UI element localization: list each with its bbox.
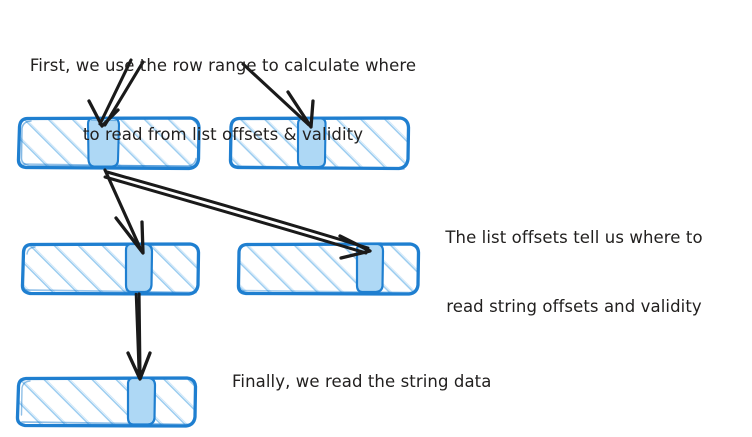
note-intro: First, we use the row range to calculate… bbox=[8, 8, 438, 192]
buffer-string-data bbox=[15, 376, 198, 428]
note-list-offsets-line-2: read string offsets and validity bbox=[446, 297, 702, 316]
note-intro-line-2: to read from list offsets & validity bbox=[82, 125, 364, 144]
note-iops: Six IOPS, in three stages :( bbox=[232, 388, 454, 437]
arrow-list-offsets-to-string-validity bbox=[103, 170, 372, 260]
note-list-offsets-line-1: The list offsets tell us where to bbox=[445, 228, 703, 247]
buffer-string-offsets-read-window bbox=[124, 242, 154, 294]
note-list-offsets: The list offsets tell us where to read s… bbox=[400, 180, 748, 364]
note-intro-line-1: First, we use the row range to calculate… bbox=[29, 56, 417, 75]
buffer-string-offsets bbox=[20, 242, 201, 296]
arrow-list-offsets-to-string-offsets bbox=[103, 168, 145, 255]
arrow-to-list-validity bbox=[241, 62, 315, 129]
arrow-to-list-offsets bbox=[87, 58, 145, 128]
note-finally-line-1: Finally, we read the string data bbox=[232, 372, 492, 391]
buffer-list-validity-read-window bbox=[296, 117, 327, 169]
buffer-string-validity-read-window bbox=[355, 242, 385, 294]
buffer-list-offsets bbox=[16, 116, 201, 171]
buffer-string-data-read-window bbox=[126, 376, 157, 426]
buffer-string-validity bbox=[236, 242, 421, 296]
buffer-list-validity bbox=[228, 116, 411, 171]
buffer-list-offsets-read-window bbox=[86, 116, 121, 168]
note-finally: Finally, we read the string data bbox=[232, 324, 491, 437]
arrow-string-offsets-to-string-data bbox=[126, 292, 152, 381]
